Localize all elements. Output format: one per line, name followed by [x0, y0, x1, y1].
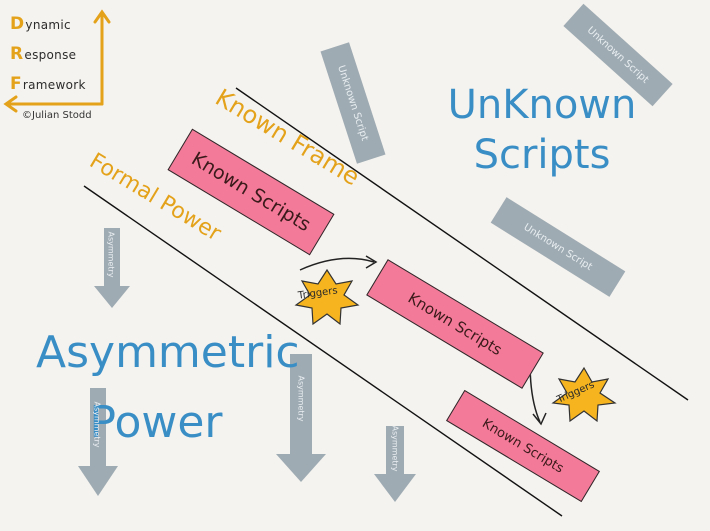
- unknown-heading-line-1: UnKnown: [447, 82, 637, 128]
- trigger-arrow-1: [299, 257, 375, 271]
- trigger-star-1: [294, 268, 360, 326]
- asymmetric-power-heading: Asymmetric Power: [36, 318, 300, 458]
- asymmetry-arrow-1: [94, 228, 130, 308]
- asymmetry-label-1: Asymmetry: [106, 231, 116, 278]
- unknown-scripts-heading: UnKnown Scripts: [442, 80, 642, 180]
- formal-power-lower-line: [83, 185, 563, 517]
- logo-line-response: Response: [10, 44, 76, 64]
- logo-up-arrowhead: [93, 9, 111, 24]
- logo-word-response: esponse: [24, 48, 77, 62]
- trigger-arrowhead-2: [532, 412, 547, 426]
- asymmetry-arrow-3: [276, 354, 326, 482]
- logo-word-dynamic: ynamic: [25, 18, 71, 32]
- asym-heading-line-1: Asymmetric: [36, 327, 300, 378]
- asymmetry-arrow-2: [78, 388, 118, 496]
- logo-left-arrowhead: [3, 95, 18, 113]
- asymmetry-label-2: Asymmetry: [92, 401, 102, 448]
- logo-initial-r: R: [10, 44, 24, 64]
- asymmetry-arrows: [78, 228, 416, 502]
- asym-heading-line-2: Power: [89, 397, 223, 448]
- known-frame-upper-line: [235, 87, 689, 401]
- asymmetry-label-4: Asymmetry: [390, 425, 400, 472]
- copyright-text: ©Julian Stodd: [22, 110, 92, 121]
- asymmetry-label-3: Asymmetry: [296, 375, 306, 422]
- trigger-star-2: [551, 366, 617, 423]
- asymmetry-arrow-4: [374, 426, 416, 502]
- unknown-heading-line-2: Scripts: [473, 132, 611, 178]
- logo-line-framework: Framework: [10, 74, 86, 94]
- logo-axes: [3, 9, 111, 113]
- logo-initial-f: F: [10, 74, 22, 94]
- logo-initial-d: D: [10, 14, 25, 34]
- logo-word-framework: ramework: [22, 78, 86, 92]
- trigger-arrowhead-1: [365, 255, 378, 269]
- logo-line-dynamic: Dynamic: [10, 14, 71, 34]
